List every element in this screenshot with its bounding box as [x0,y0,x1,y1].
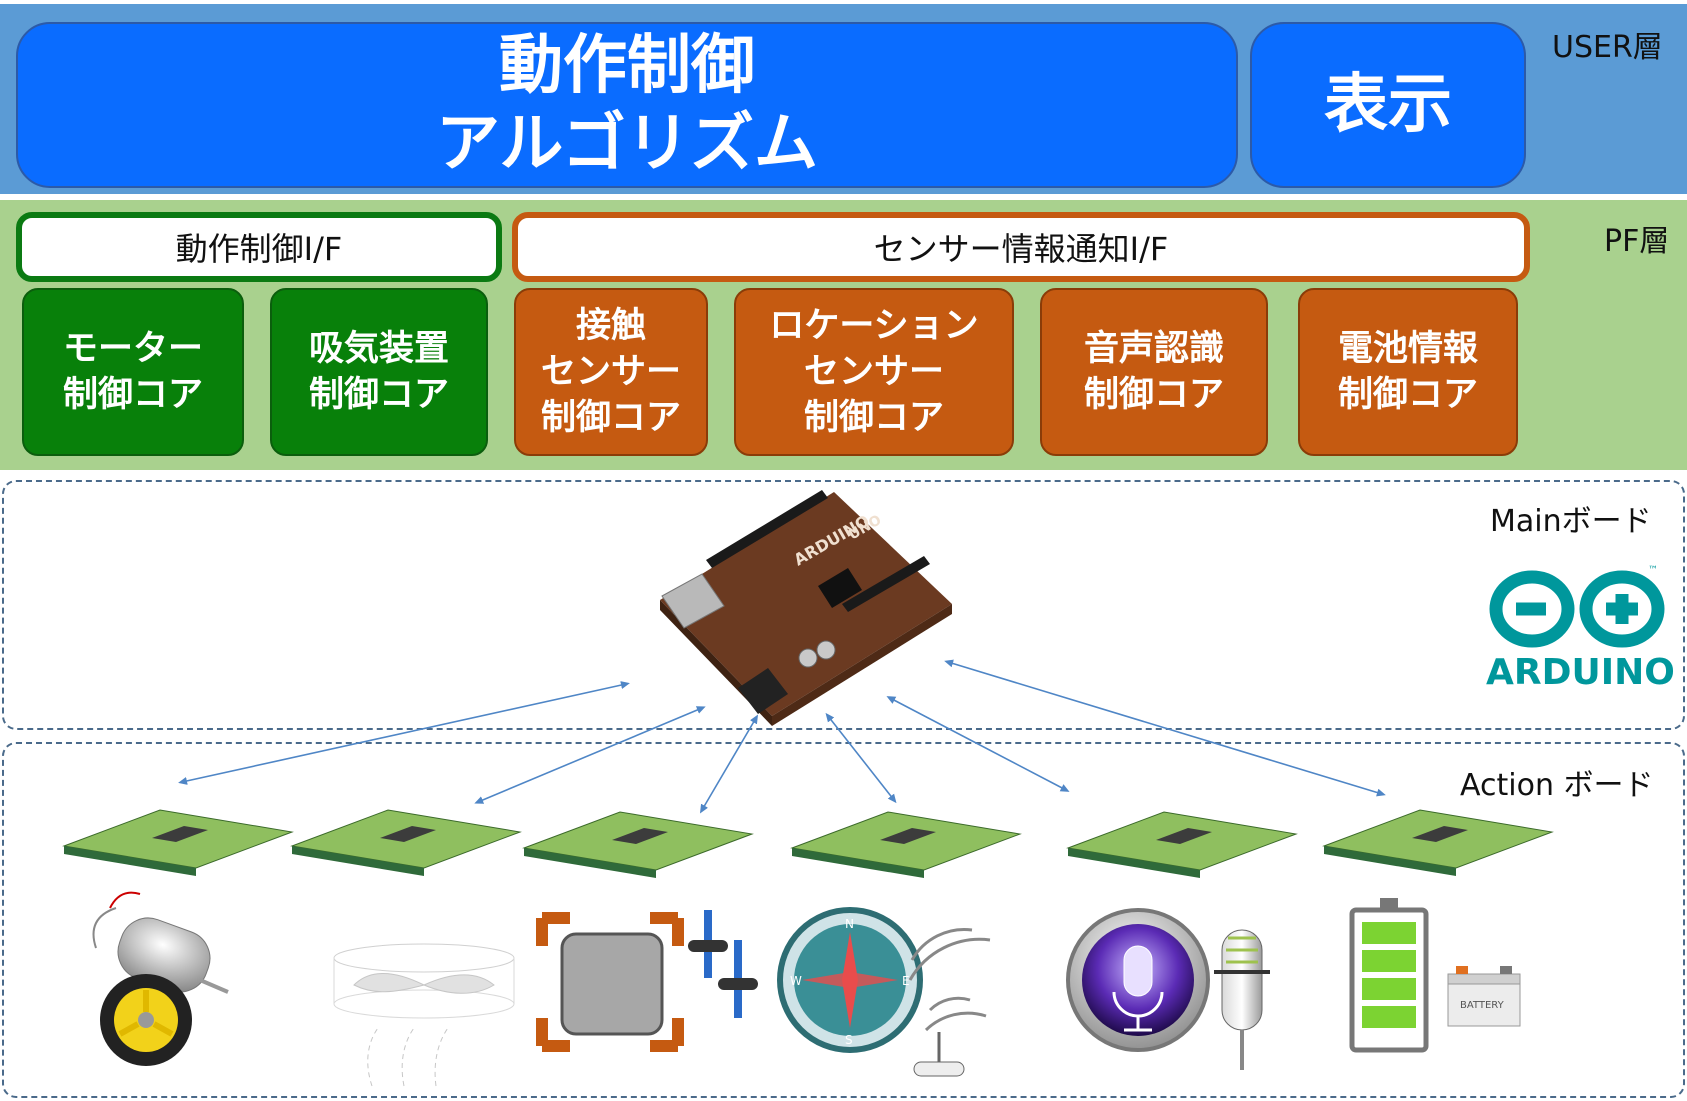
voice-mic-icon [1066,908,1270,1070]
action-pcbs [62,809,1554,878]
arrow-location [825,712,897,804]
svg-text:BATTERY: BATTERY [1460,1000,1505,1011]
arrow-contact [699,714,759,814]
action-board-label: Action ボード [1460,768,1654,803]
battery-info-core: 電池情報 制御コア [1298,288,1518,456]
arrow-intake [474,706,706,804]
main-board-label: Mainボード [1490,504,1652,539]
header-pins-bottom [842,556,930,612]
pf-layer-label: PF層 [1604,224,1670,259]
pcb-2 [290,809,522,876]
user-layer-label: USER層 [1552,30,1663,65]
svg-text:E: E [902,974,910,988]
pcb-1 [62,809,294,876]
motion-control-if-bar: 動作制御I/F [16,212,502,282]
intake-control-core: 吸気装置 制御コア [270,288,488,456]
usb-port [661,573,725,629]
pcb-6 [1322,809,1554,876]
pcb-4 [790,811,1022,878]
svg-text:™: ™ [1648,565,1658,576]
header-pins-top [706,490,828,568]
sensor-info-if-bar: センサー情報通知I/F [512,212,1530,282]
suction-fan-icon [333,943,515,1087]
mcu-chip [818,568,862,608]
arrow-battery [944,659,1386,797]
motor-control-core: モーター 制御コア [22,288,244,456]
display-box: 表示 [1250,22,1526,188]
location-sensor-core: ロケーション センサー 制御コア [734,288,1014,456]
arduino-logo-text: ARDUINO [1486,652,1675,693]
motion-control-algorithm-box: 動作制御 アルゴリズム [16,22,1238,188]
connection-arrows [178,659,1386,814]
pcb-5 [1066,811,1298,878]
arduino-uno-board: ARDUINO UNO [660,490,952,726]
power-jack [738,668,788,714]
pcb-3 [522,811,754,878]
svg-text:W: W [790,974,802,988]
compass-wifi-icon: N E S W [777,907,991,1077]
arduino-logo [1489,570,1665,648]
arrow-motor [178,681,630,785]
contact-sensor-core: 接触 センサー 制御コア [514,288,708,456]
voice-recognition-core: 音声認識 制御コア [1040,288,1268,456]
motor-wheel-icon [92,891,229,1066]
battery-icon: BATTERY [1349,898,1521,1053]
arrow-voice [886,696,1070,792]
svg-text:S: S [845,1033,853,1047]
touch-sensor-icon [536,910,758,1052]
svg-text:N: N [845,917,854,931]
